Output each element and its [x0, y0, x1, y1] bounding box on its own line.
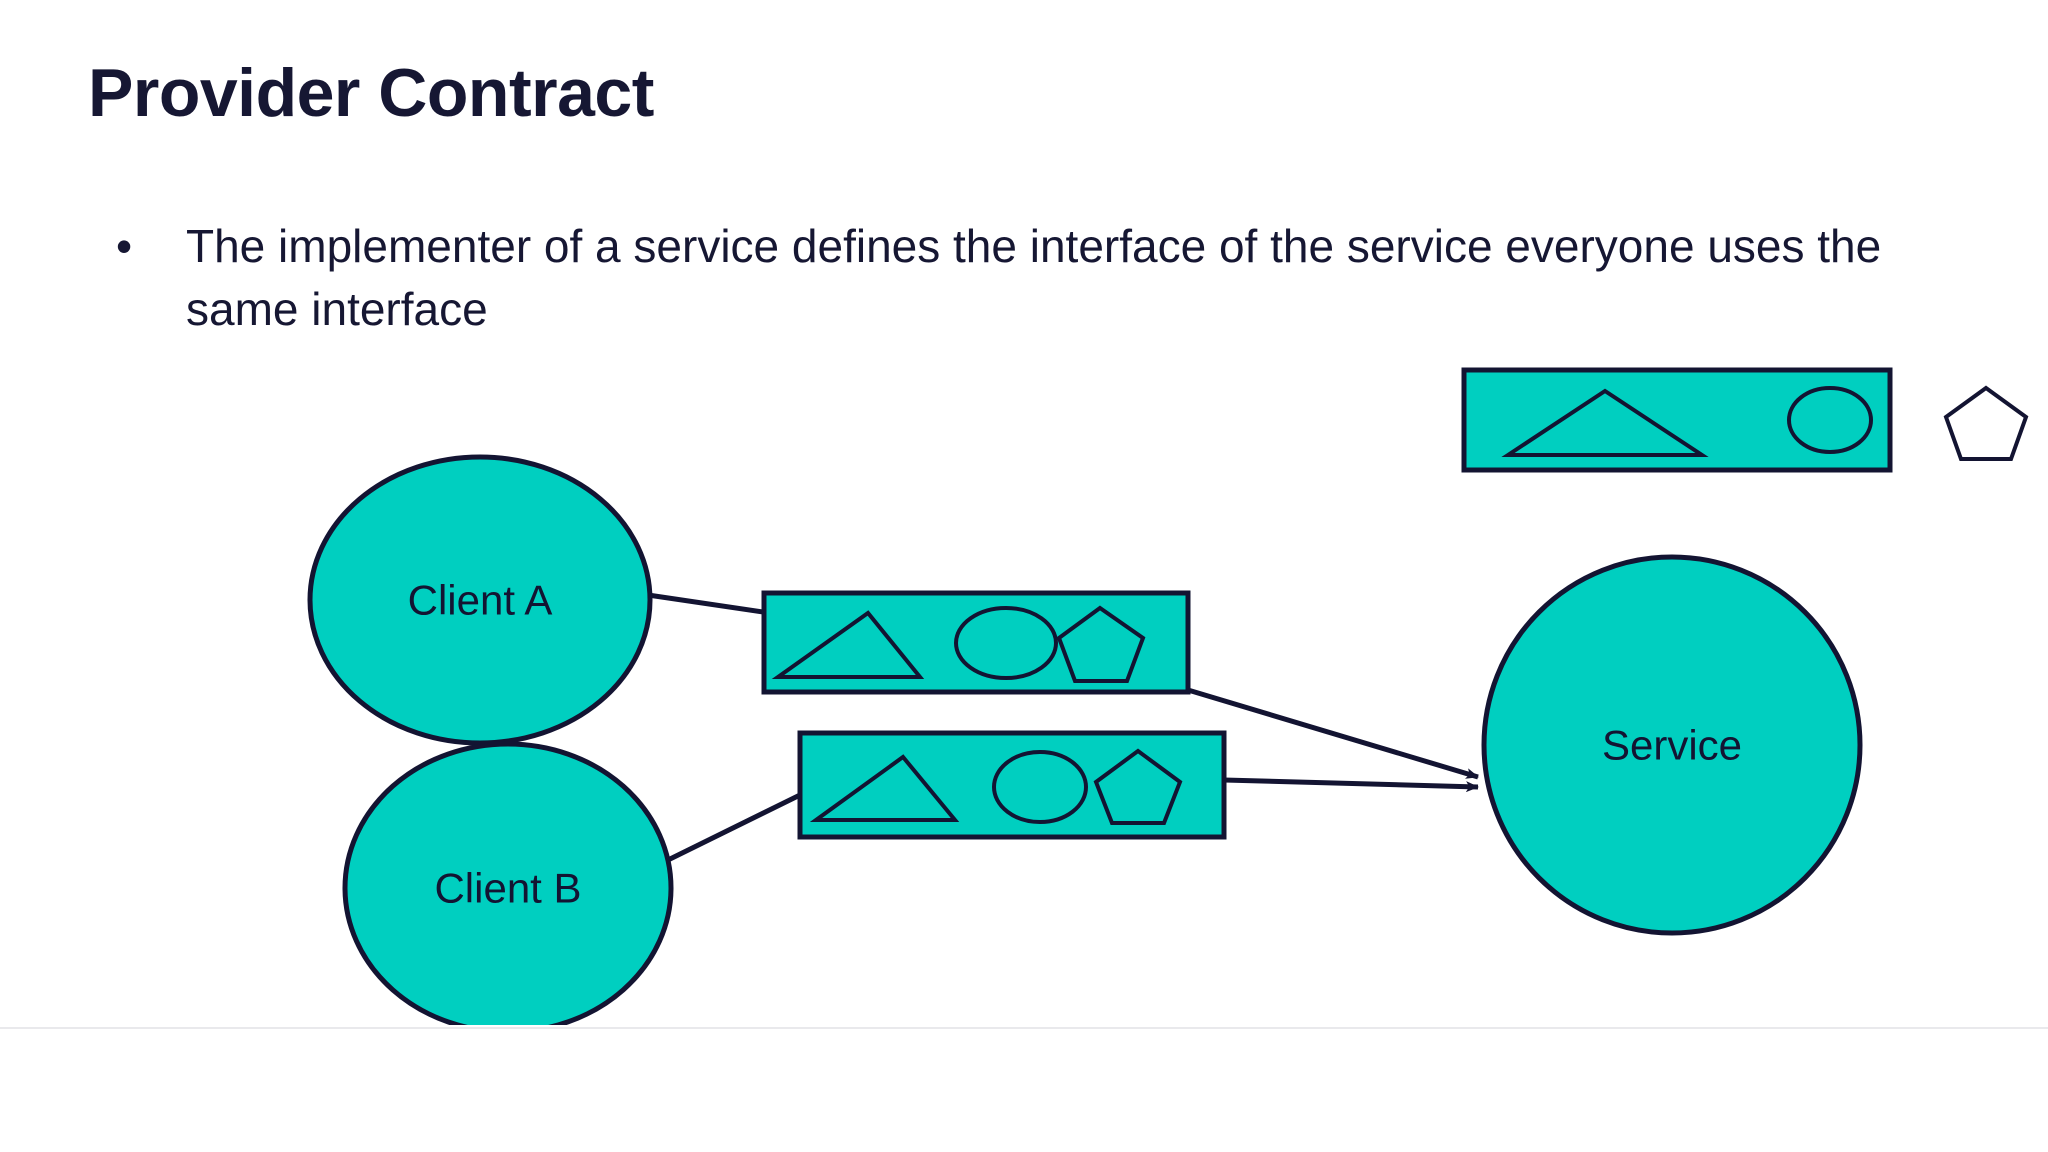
- bullet-marker-icon: •: [116, 220, 133, 272]
- node-client-b[interactable]: Client B: [342, 741, 674, 1025]
- footer-divider: [0, 1027, 2048, 1029]
- client-a-shape: [307, 454, 653, 746]
- slide-footer: SpringOne Platform by Pivotal Unless oth…: [0, 1029, 2048, 1152]
- interface-bar-service[interactable]: [1461, 367, 2029, 473]
- interface-bar-background: [761, 590, 1191, 695]
- pentagon-icon: [1093, 748, 1183, 825]
- ellipse-icon: [954, 606, 1058, 680]
- page-title: Provider Contract: [88, 55, 654, 131]
- interface-bar-client-a[interactable]: [761, 590, 1191, 695]
- service-shape: [1481, 554, 1863, 936]
- triangle-icon: [1501, 388, 1709, 457]
- ellipse-icon: [1787, 386, 1873, 454]
- interface-bar-client-b[interactable]: [797, 730, 1227, 840]
- triangle-icon: [771, 610, 925, 679]
- connector-bar-a-to-service: [1187, 687, 1479, 780]
- client-b-label: Client B: [434, 865, 581, 912]
- bullet-text: The implementer of a service defines the…: [186, 220, 1882, 336]
- provider-contract-diagram: Client A Service Client B: [0, 355, 2048, 1025]
- connector-client-a-to-bar: [647, 592, 771, 616]
- connector-client-b-to-bar: [666, 792, 802, 863]
- node-service[interactable]: Service: [1481, 554, 1863, 936]
- diagram-canvas: Client A Service Client B: [307, 367, 2029, 1025]
- pentagon-icon: [1943, 385, 2029, 461]
- triangle-icon: [809, 754, 960, 822]
- service-label: Service: [1602, 722, 1742, 769]
- list-item: • The implementer of a service defines t…: [100, 215, 1960, 342]
- pentagon-icon: [1056, 605, 1146, 683]
- client-b-shape: [342, 741, 674, 1025]
- ellipse-icon: [992, 750, 1088, 824]
- node-client-a[interactable]: Client A: [307, 454, 653, 746]
- client-a-label: Client A: [408, 577, 553, 624]
- connector-bar-b-to-service: [1223, 777, 1479, 793]
- body-bullet-list: • The implementer of a service defines t…: [100, 215, 1960, 342]
